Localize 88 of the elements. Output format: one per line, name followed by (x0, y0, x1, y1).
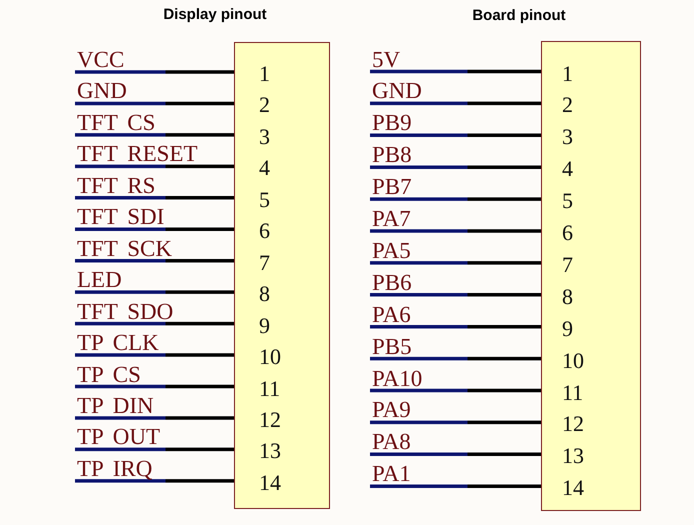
signal-name: 5V (372, 48, 400, 70)
signal-name: PB5 (372, 334, 412, 358)
signal-name: TP CLK (77, 331, 159, 354)
pin-wire (75, 133, 234, 137)
signal-name: GND (372, 79, 422, 102)
signal-name: PA6 (372, 302, 411, 326)
pin-number: 11 (259, 378, 280, 400)
heading: Display pinout (163, 6, 267, 23)
pin-wire (370, 484, 541, 488)
pin-number: 1 (562, 62, 573, 84)
pin-number: 14 (259, 472, 281, 494)
pin-number: 1 (259, 63, 270, 85)
pin-number: 4 (562, 158, 573, 180)
signal-name: PB9 (372, 111, 412, 134)
pin-wire (370, 102, 541, 106)
pin-wire (370, 229, 541, 233)
signal-name: VCC (77, 48, 124, 71)
pin-wire (370, 356, 541, 360)
signal-name: PB6 (372, 270, 412, 294)
pin-number: 3 (259, 126, 270, 148)
pin-number: 2 (562, 94, 573, 116)
pin-number: 10 (259, 346, 281, 368)
signal-name: GND (77, 79, 127, 102)
signal-name: TP IRQ (77, 456, 152, 480)
pin-wire (75, 290, 234, 294)
pin-wire (75, 196, 234, 200)
signal-name: TFT RS (77, 174, 156, 197)
pin-number: 7 (259, 252, 270, 274)
pin-wire (75, 416, 234, 420)
pin-number: 12 (562, 413, 584, 436)
signal-name: LED (77, 268, 122, 292)
signal-name: TFT CS (77, 110, 156, 134)
signal-name: PB7 (372, 175, 412, 198)
pin-number: 8 (562, 286, 573, 308)
pin-number: 11 (562, 382, 584, 404)
pin-wire (75, 70, 234, 74)
pin-number: 14 (562, 477, 584, 500)
pin-number: 5 (562, 190, 573, 212)
pin-number: 7 (562, 254, 573, 276)
pin-number: 13 (562, 445, 584, 468)
pin-wire (75, 102, 234, 106)
connector-body (234, 42, 330, 509)
signal-name: PA10 (372, 366, 422, 390)
signal-name: TP DIN (77, 394, 154, 417)
pin-wire (370, 261, 541, 265)
pin-number: 9 (562, 318, 573, 340)
pin-number: 10 (562, 350, 584, 372)
signal-name: TFT SDO (77, 300, 174, 323)
signal-name: TFT RESET (77, 142, 198, 166)
pin-number: 5 (259, 188, 270, 211)
signal-name: PA9 (372, 398, 411, 422)
pin-number: 6 (259, 220, 270, 242)
signal-name: TP CS (77, 362, 141, 386)
pin-wire (75, 322, 234, 326)
pin-number: 13 (259, 440, 281, 462)
signal-name: PA7 (372, 207, 411, 230)
signal-name: TFT SDI (77, 205, 164, 228)
pin-wire (370, 165, 541, 169)
pin-wire (75, 164, 234, 168)
signal-name: PA1 (372, 462, 411, 486)
pin-wire (75, 228, 234, 231)
pin-wire (370, 452, 541, 456)
pin-wire (75, 479, 234, 483)
heading: Board pinout (472, 7, 566, 24)
pin-wire (370, 70, 541, 74)
signal-name: TP OUT (77, 425, 160, 448)
signal-name: PA5 (372, 238, 411, 262)
pin-number: 8 (259, 283, 270, 306)
pin-wire (370, 388, 541, 392)
pin-wire (370, 197, 541, 201)
signal-name: PB8 (372, 143, 412, 166)
pin-number: 9 (259, 314, 270, 337)
pin-wire (370, 134, 541, 138)
pin-wire (370, 324, 541, 328)
pin-number: 12 (259, 408, 281, 431)
pin-number: 2 (259, 94, 270, 116)
pin-wire (370, 293, 541, 297)
pin-number: 6 (562, 222, 573, 244)
signal-name: PA8 (372, 430, 411, 454)
pin-wire (75, 353, 234, 357)
pin-wire (75, 448, 234, 452)
signal-name: TFT SCK (77, 236, 172, 260)
pin-number: 3 (562, 126, 573, 148)
pin-wire (75, 384, 234, 388)
connector-body (541, 41, 641, 511)
pin-wire (370, 420, 541, 424)
pin-number: 4 (259, 157, 270, 180)
pin-wire (75, 258, 234, 262)
